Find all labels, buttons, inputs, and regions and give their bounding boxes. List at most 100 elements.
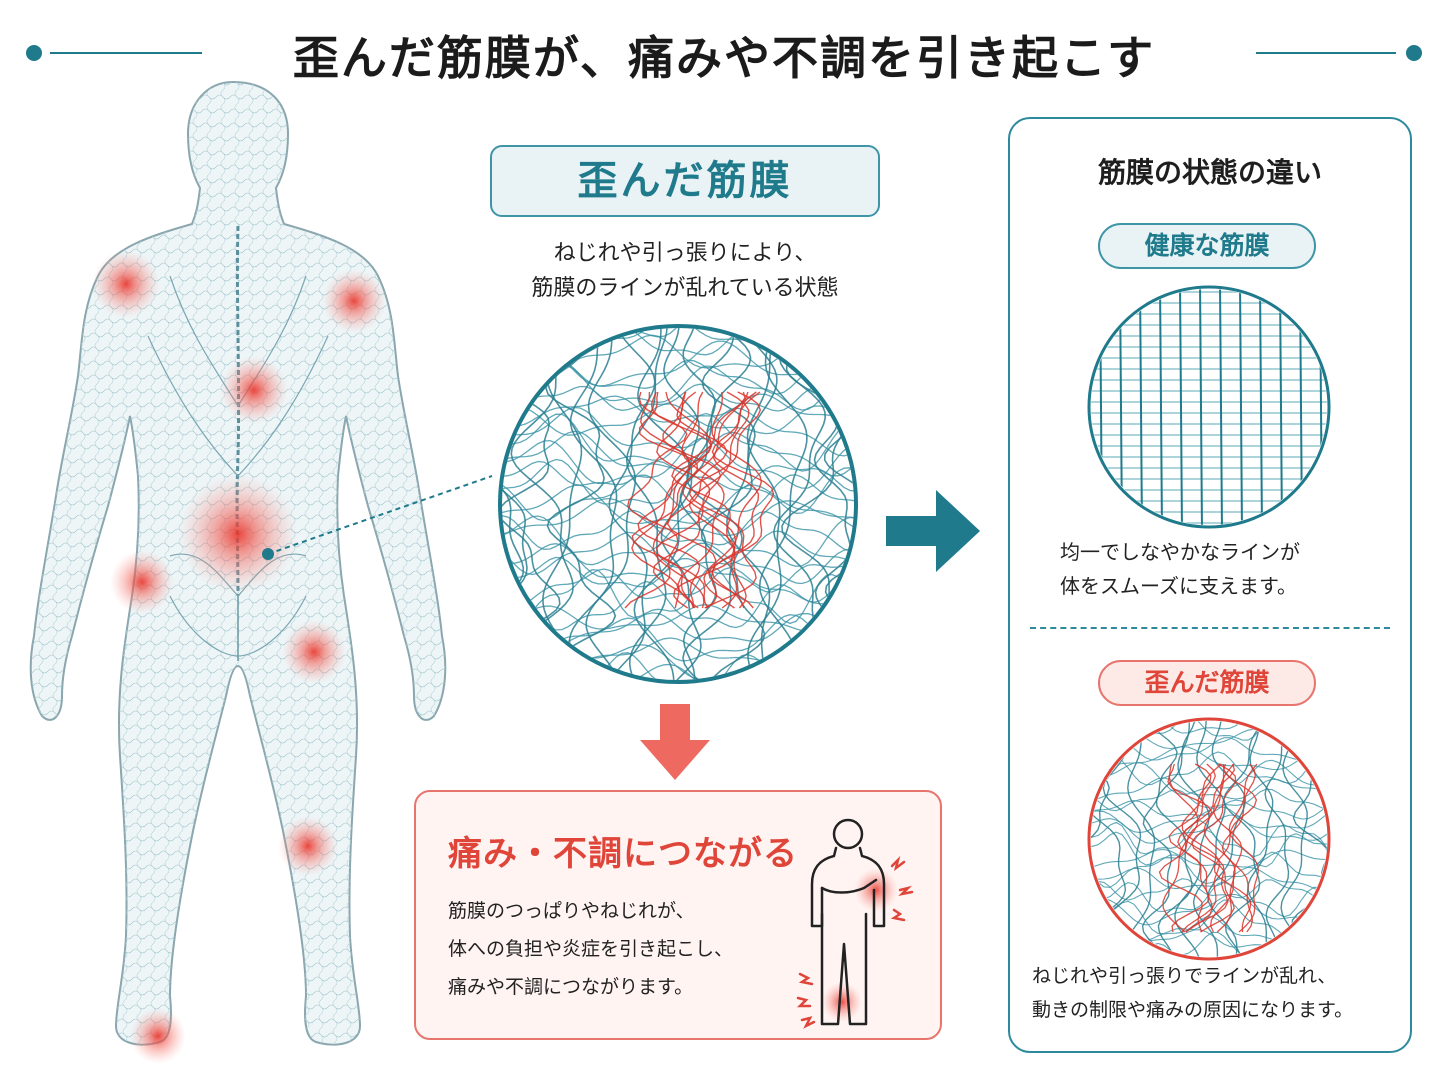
fascia-fiber xyxy=(682,328,752,680)
fascia-fiber xyxy=(1139,289,1143,525)
fascia-fiber xyxy=(1264,721,1292,957)
pain-result-title: 痛み・不調につながる xyxy=(448,834,798,874)
fascia-fiber xyxy=(746,328,789,680)
fascia-fiber xyxy=(1141,721,1178,957)
arrow-right-icon xyxy=(886,490,980,572)
description-line: 痛みや不調につながります。 xyxy=(448,976,694,998)
fascia-fiber xyxy=(652,391,711,609)
arrow-down-icon xyxy=(640,704,710,780)
distorted-fascia-heading: 歪んだ筋膜 xyxy=(490,145,880,217)
fascia-fiber xyxy=(1259,289,1263,525)
fascia-fiber xyxy=(545,328,617,680)
person-in-pain-icon xyxy=(796,818,914,1029)
fascia-fiber xyxy=(631,391,692,609)
fascia-fiber xyxy=(1299,289,1303,525)
pain-result-description: 筋膜のつっぱりやねじれが、 体への負担や炎症を引き起こし、 痛みや不調につながり… xyxy=(448,892,733,1006)
distorted-fascia-description: ねじれや引っ張りにより、 筋膜のラインが乱れている状態 xyxy=(470,236,900,306)
fascia-fiber xyxy=(711,391,761,609)
fascia-fiber xyxy=(1177,763,1216,933)
fascia-fiber xyxy=(688,391,762,609)
fascia-fiber xyxy=(679,328,717,680)
fascia-fiber xyxy=(1219,289,1223,525)
pain-spot-icon xyxy=(220,356,288,424)
pain-spots xyxy=(92,250,386,1064)
fascia-fiber xyxy=(1159,289,1163,525)
fascia-fiber xyxy=(1168,763,1212,933)
comparison-title: 筋膜の状態の違い xyxy=(1097,156,1322,189)
fascia-fiber xyxy=(677,391,725,609)
fascia-fiber xyxy=(633,328,691,680)
fascia-fiber xyxy=(1221,763,1256,933)
fascia-fiber xyxy=(688,391,750,609)
fascia-fiber xyxy=(660,328,702,680)
fascia-fiber xyxy=(1239,289,1243,525)
pain-result-box: 痛み・不調につながる 筋膜のつっぱりやねじれが、 体への負担や炎症を引き起こし、… xyxy=(414,790,942,1040)
fascia-fiber xyxy=(1319,289,1323,525)
description-line: 筋膜のつっぱりやねじれが、 xyxy=(448,900,695,922)
fascia-fiber xyxy=(1213,763,1258,933)
pain-spot-icon xyxy=(110,550,174,614)
fascia-fiber xyxy=(1091,866,1327,892)
fascia-fiber xyxy=(1199,289,1203,525)
fascia-closeup-circle xyxy=(498,324,858,684)
fascia-fiber xyxy=(502,403,854,436)
fascia-fiber xyxy=(585,328,637,680)
fascia-fiber xyxy=(1223,721,1265,957)
fascia-fiber xyxy=(1174,721,1210,957)
title-line-left xyxy=(50,52,202,54)
title-line-right xyxy=(1256,52,1396,54)
title-row: 歪んだ筋膜が、痛みや不調を引き起こす xyxy=(0,18,1448,88)
title-dot-right xyxy=(1406,45,1422,61)
fascia-fiber xyxy=(1179,289,1183,525)
fascia-fiber xyxy=(1181,763,1222,933)
fascia-fiber xyxy=(625,328,668,680)
title-dot-left xyxy=(26,45,42,61)
fascia-fiber xyxy=(1279,289,1283,525)
fascia-fiber xyxy=(631,391,699,609)
fascia-fiber xyxy=(568,328,622,680)
fascia-fiber xyxy=(1182,763,1236,933)
description-line: 体への負担や炎症を引き起こし、 xyxy=(448,938,734,960)
fascia-fiber xyxy=(1119,289,1123,525)
fascia-fiber xyxy=(502,437,854,489)
healthy-fascia-circle xyxy=(1087,285,1331,529)
pain-spot-icon xyxy=(92,250,160,318)
healthy-fascia-description: 均一でしなやかなラインが 体をスムーズに支えます。 xyxy=(1060,535,1300,603)
pain-spot-icon xyxy=(178,474,298,594)
fascia-fiber xyxy=(1158,763,1213,933)
fascia-fiber xyxy=(652,391,712,609)
fascia-fiber xyxy=(1191,763,1237,933)
pain-spot-icon xyxy=(322,269,386,333)
distorted-fascia-circle xyxy=(1087,717,1331,961)
healthy-fascia-label: 健康な筋膜 xyxy=(1098,223,1316,269)
fascia-fiber xyxy=(707,391,775,609)
fascia-fiber xyxy=(1162,763,1199,933)
fascia-fiber xyxy=(682,391,749,609)
fascia-fiber xyxy=(1091,881,1327,918)
fascia-fiber xyxy=(502,497,854,539)
fascia-fiber xyxy=(1091,721,1327,736)
page-title: 歪んだ筋膜が、痛みや不調を引き起こす xyxy=(292,31,1156,85)
description-line: ねじれや引っ張りにより、 xyxy=(553,241,817,266)
connector-line xyxy=(262,475,493,560)
fascia-fiber xyxy=(502,511,854,567)
fascia-fiber xyxy=(502,567,854,605)
fascia-fiber xyxy=(655,391,722,609)
description-line: ねじれや引っ張りでラインが乱れ、 xyxy=(1032,965,1337,987)
comparison-divider xyxy=(1030,627,1390,629)
fascia-fiber xyxy=(1228,763,1259,933)
fascia-fiber xyxy=(502,460,854,492)
fascia-fiber xyxy=(1091,829,1327,868)
distorted-fascia-description: ねじれや引っ張りでラインが乱れ、 動きの制限や痛みの原因になります。 xyxy=(1032,959,1353,1027)
fascia-fiber xyxy=(502,663,854,680)
fascia-fiber xyxy=(607,328,656,680)
fascia-fiber xyxy=(1099,289,1103,525)
fascia-fiber xyxy=(1125,721,1156,957)
fascia-fiber xyxy=(502,474,854,522)
fascia-fiber xyxy=(1091,777,1327,803)
fascia-fiber xyxy=(1192,721,1226,957)
fascia-comparison-panel: 筋膜の状態の違い 健康な筋膜 均一でしなやかなラインが 体をスムーズに支えます。… xyxy=(1008,117,1412,1053)
human-back-view-icon xyxy=(29,80,447,1064)
fascia-fiber xyxy=(502,509,854,552)
fascia-fiber xyxy=(1091,819,1327,861)
